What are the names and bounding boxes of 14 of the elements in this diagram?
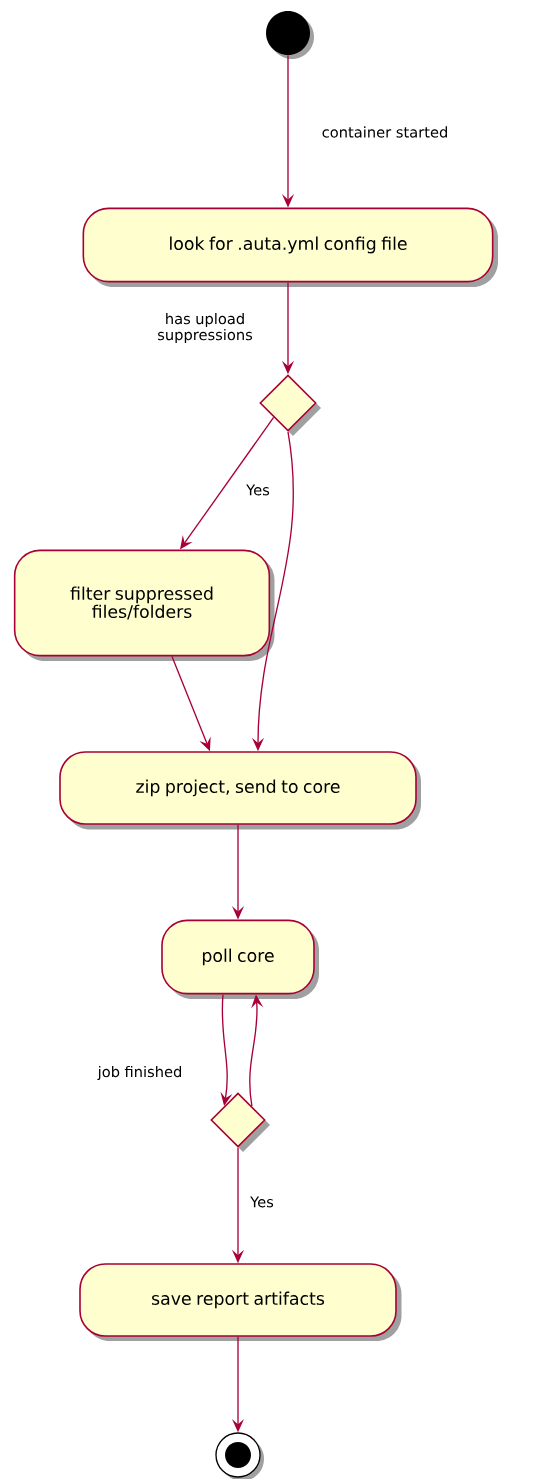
edge-label: Yes bbox=[244, 483, 272, 497]
activity-box: filter suppressed files/folders bbox=[13, 549, 275, 661]
activity-box: poll core bbox=[161, 919, 319, 999]
edge-label: container started bbox=[320, 125, 450, 139]
start-circle bbox=[266, 11, 314, 59]
activity-box: save report artifacts bbox=[79, 1263, 402, 1341]
activity-box: look for .auta.yml config file bbox=[82, 207, 498, 287]
edge-label: Yes bbox=[248, 1195, 276, 1209]
decision-diamond bbox=[259, 374, 321, 436]
activity-box: zip project, send to core bbox=[59, 751, 421, 830]
end-circle bbox=[215, 1432, 264, 1479]
decision-diamond bbox=[210, 1092, 270, 1152]
condition-label: job finished bbox=[97, 1065, 181, 1081]
condition-label: has upload suppressions bbox=[158, 312, 253, 344]
